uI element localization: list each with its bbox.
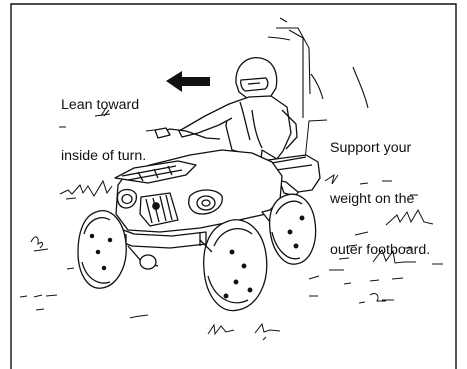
- lean-instruction-callout: Lean toward inside of turn.: [61, 63, 146, 199]
- helmet: [236, 58, 277, 98]
- lean-instruction-line-1: Lean toward: [61, 97, 146, 114]
- rider-torso: [226, 96, 291, 160]
- motion-lines: [311, 67, 368, 108]
- rear-right-wheel: [270, 194, 316, 264]
- support-instruction-callout: Support your weight on the outer footboa…: [330, 106, 430, 293]
- support-instruction-line-2: weight on the: [330, 191, 430, 208]
- support-instruction-line-1: Support your: [330, 140, 430, 157]
- front-left-wheel: [78, 211, 126, 289]
- left-arrow-icon: [166, 71, 210, 92]
- lean-instruction-line-2: inside of turn.: [61, 148, 146, 165]
- support-instruction-line-3: outer footboard.: [330, 242, 430, 259]
- front-right-wheel: [204, 220, 267, 311]
